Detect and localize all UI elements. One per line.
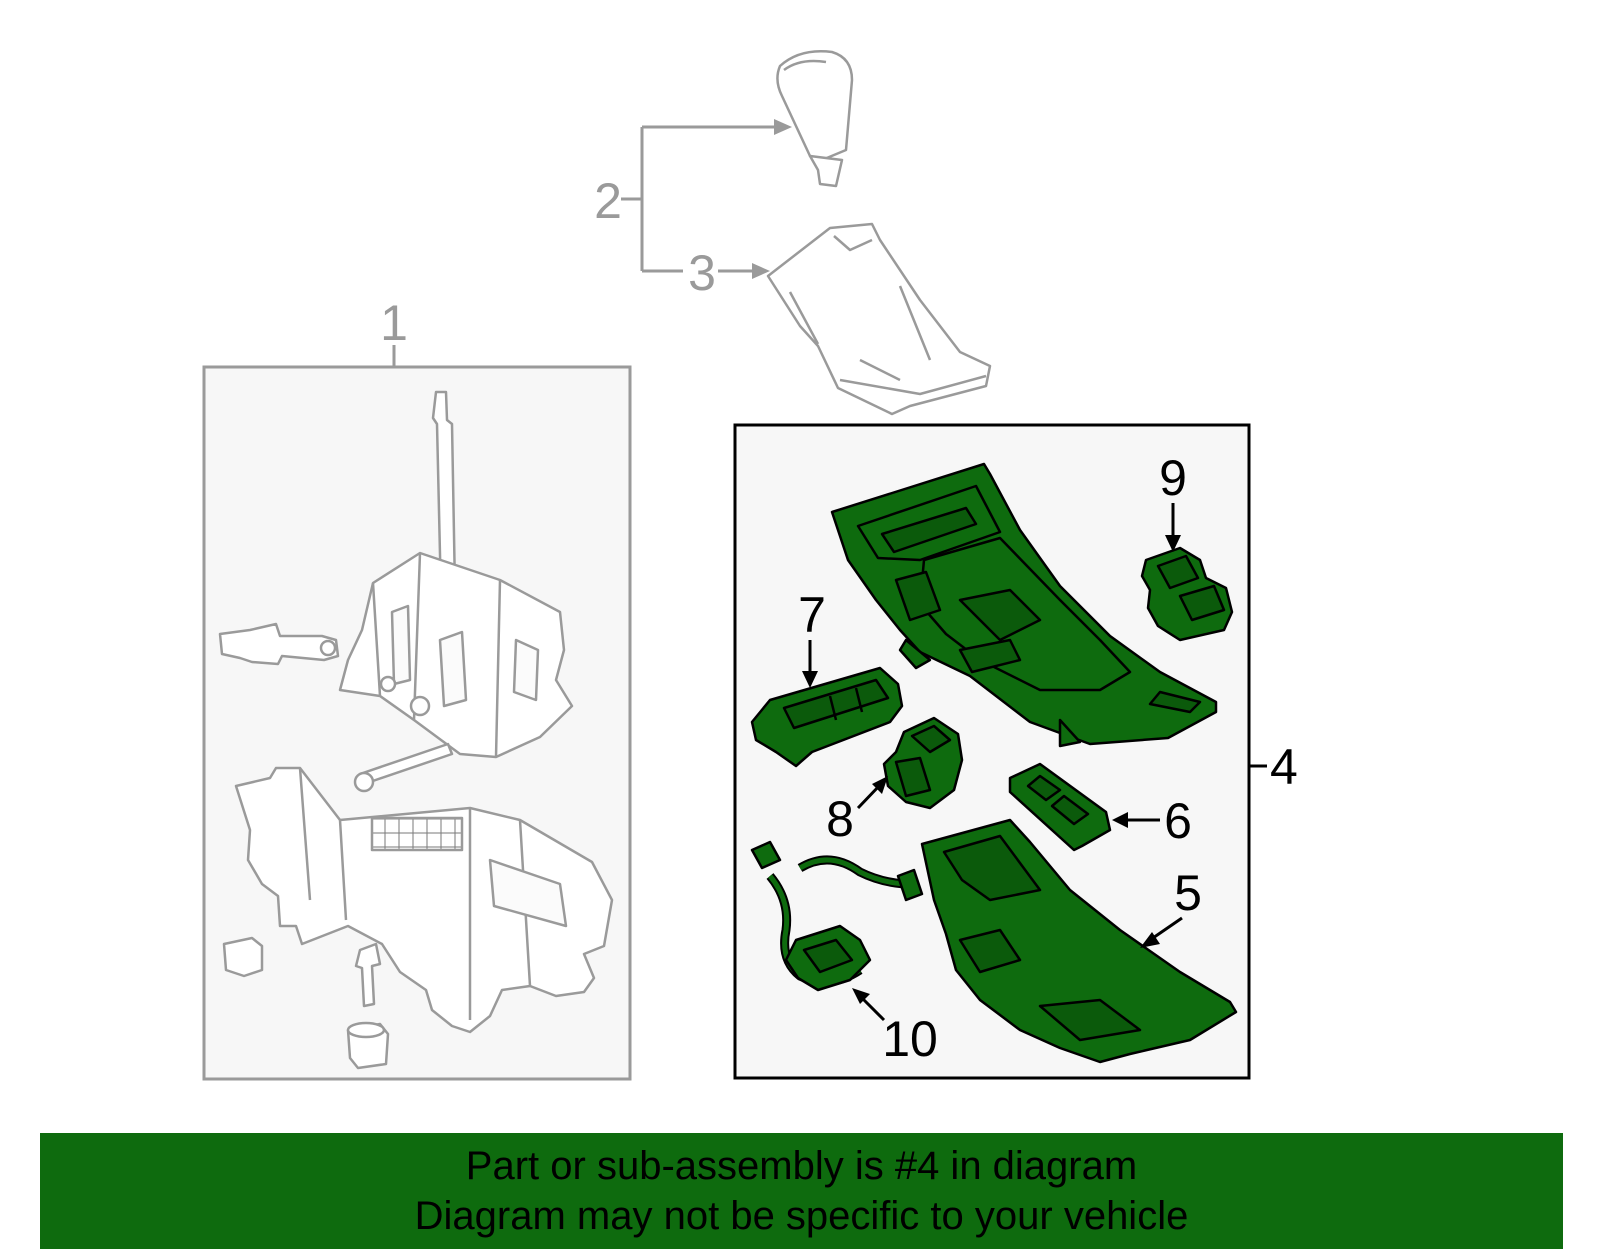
callout-9: 9 <box>1159 450 1187 506</box>
callout-8: 8 <box>826 791 854 847</box>
switch-panel-9-icon <box>1140 546 1234 642</box>
knob-and-boot-group: 2 3 <box>594 50 992 416</box>
callout-1: 1 <box>380 295 408 351</box>
shift-boot-icon <box>766 222 992 416</box>
callout-4: 4 <box>1270 739 1298 795</box>
callout-7: 7 <box>798 587 826 643</box>
arrowhead-2 <box>774 119 792 135</box>
callout-10: 10 <box>882 1011 938 1067</box>
arrowhead-8 <box>872 776 888 794</box>
part-info-banner: Part or sub-assembly is #4 in diagram Di… <box>40 1133 1563 1249</box>
arrowhead-7 <box>802 671 818 688</box>
switch-panel-8-icon <box>882 716 964 810</box>
callout-2: 2 <box>594 173 622 229</box>
arrowhead-9 <box>1165 535 1181 552</box>
banner-line-disclaimer: Diagram may not be specific to your vehi… <box>414 1194 1189 1238</box>
callout-5: 5 <box>1174 865 1202 921</box>
console-trim-plate-icon <box>830 462 1218 748</box>
arrowhead-6 <box>1112 812 1128 828</box>
leader-line-10 <box>860 996 886 1022</box>
callout-3: 3 <box>688 245 716 301</box>
shifter-assembly-icon <box>218 390 614 1070</box>
wiring-harness-icon <box>750 840 924 992</box>
arrowhead-3 <box>752 263 770 279</box>
leader-line-8 <box>856 783 882 810</box>
switch-panel-6-icon <box>1008 762 1112 852</box>
switch-panel-7-icon <box>750 666 904 768</box>
console-lower-trim-icon <box>920 818 1238 1064</box>
leader-line-5 <box>1149 916 1183 942</box>
arrowhead-10 <box>852 988 870 1004</box>
arrowhead-5 <box>1140 932 1160 948</box>
banner-line-part-number: Part or sub-assembly is #4 in diagram <box>465 1144 1138 1188</box>
console-assembly-group: 4 9 7 <box>733 423 1298 1080</box>
callout-6: 6 <box>1164 793 1192 849</box>
shift-knob-icon <box>776 50 854 188</box>
shifter-assembly-group: 1 <box>202 295 632 1081</box>
